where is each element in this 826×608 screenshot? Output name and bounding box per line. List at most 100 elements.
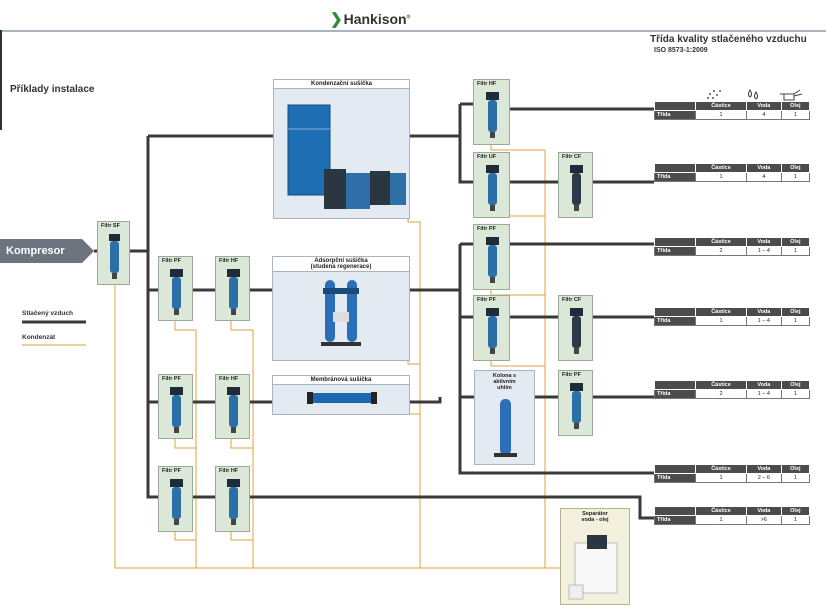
compressor-arrow [82, 239, 94, 263]
oil-class: 1 [780, 389, 811, 399]
legend-air-label: Stlačený vzduch [22, 310, 73, 317]
water-class: 2 – 6 [745, 473, 782, 483]
water-class: 4 [745, 172, 782, 182]
oil-class: 1 [780, 316, 811, 326]
header-particles: Částice [695, 237, 747, 247]
particles-class: 1 [695, 515, 747, 525]
filter-hf-a: Filtr HF [215, 256, 250, 321]
water-class: 1 – 4 [745, 316, 782, 326]
filter-icon [570, 165, 583, 211]
filter-icon [570, 383, 583, 429]
particles-class: 1 [695, 316, 747, 326]
header-particles: Částice [695, 464, 747, 474]
carbon-column-label-line3: uhlím [497, 385, 512, 391]
carbon-column: Kolona s aktivním uhlím [474, 370, 535, 465]
header-spacer [654, 307, 696, 317]
filter-pf-3-label: Filtr PF [477, 226, 496, 232]
particles-class: 1 [695, 172, 747, 182]
filter-hf-b: Filtr HF [215, 374, 250, 439]
header-particles: Částice [695, 101, 747, 111]
filter-icon [570, 308, 583, 354]
oil-can-icon [780, 89, 803, 101]
water-drops-icon [748, 89, 758, 100]
oil-class: 1 [780, 473, 811, 483]
filter-pf-a-label: Filtr PF [162, 258, 181, 264]
header-oil: Olej [780, 506, 811, 516]
row-label: Třída [654, 172, 696, 182]
filter-icon [227, 269, 240, 315]
header-oil: Olej [780, 380, 811, 390]
filter-hf-c: Filtr HF [215, 466, 250, 532]
header-spacer [654, 464, 696, 474]
separator-image [568, 535, 618, 600]
filter-cf-2-label: Filtr CF [562, 154, 582, 160]
membrane-dryer-label: Membránová sušička [273, 376, 409, 385]
filter-hf-a-label: Filtr HF [219, 258, 239, 264]
particles-icon [707, 90, 721, 99]
refrigerated-dryer: Kondenzační sušička [273, 79, 410, 219]
filter-hf-1: Filtr HF [473, 79, 510, 145]
filter-hf-b-label: Filtr HF [219, 376, 239, 382]
oil-class: 1 [780, 172, 811, 182]
brand-mark: ® [406, 14, 411, 21]
filter-sf-label: Filtr SF [101, 223, 120, 229]
header-water: Voda [745, 163, 782, 173]
refrigerated-dryer-image [287, 104, 406, 209]
adsorption-dryer-label-line1: Adsorpční sušička [314, 258, 368, 264]
carbon-column-label-line1: Kolona s [492, 373, 517, 379]
filter-pf-a: Filtr PF [158, 256, 193, 321]
row-label: Třída [654, 389, 696, 399]
adsorption-dryer-image [321, 280, 361, 346]
section-title: Příklady instalace [10, 84, 95, 95]
header-water: Voda [745, 101, 782, 111]
row-label: Třída [654, 110, 696, 120]
particles-class: 2 [695, 389, 747, 399]
header-particles: Částice [695, 307, 747, 317]
header-spacer [654, 237, 696, 247]
filter-uf-2-label: Filtr UF [477, 154, 497, 160]
filter-pf-3: Filtr PF [473, 224, 510, 290]
row-label: Třída [654, 515, 696, 525]
header-oil: Olej [780, 237, 811, 247]
filter-hf-c-label: Filtr HF [219, 468, 239, 474]
icons-strip [707, 89, 803, 101]
header-oil: Olej [780, 101, 811, 111]
refrigerated-dryer-label: Kondenzační sušička [274, 80, 409, 89]
filter-pf-c: Filtr PF [158, 466, 193, 532]
header-particles: Částice [695, 506, 747, 516]
filter-pf-5: Filtr PF [558, 370, 593, 436]
filter-cf-2: Filtr CF [558, 152, 593, 218]
filter-pf-b: Filtr PF [158, 374, 193, 439]
row-label: Třída [654, 246, 696, 256]
header-particles: Částice [695, 163, 747, 173]
filter-pf-5-label: Filtr PF [562, 372, 581, 378]
filter-sf: Filtr SF [97, 221, 130, 285]
page-title: Třída kvality stlačeného vzduchu [650, 34, 807, 45]
filter-icon [109, 234, 120, 279]
quality-column-icons [700, 86, 810, 102]
legend-condensate-label: Kondenzát [22, 334, 56, 341]
filter-icon [227, 387, 240, 433]
filter-icon [486, 165, 499, 211]
filter-uf-2: Filtr UF [473, 152, 510, 218]
filter-cf-4-label: Filtr CF [562, 297, 582, 303]
filter-icon [170, 479, 183, 525]
header-water: Voda [745, 237, 782, 247]
filter-cf-4: Filtr CF [558, 295, 593, 361]
header-water: Voda [745, 380, 782, 390]
separator-label-line1: Separátor [582, 511, 608, 517]
membrane-dryer: Membránová sušička [272, 375, 410, 415]
header-oil: Olej [780, 307, 811, 317]
